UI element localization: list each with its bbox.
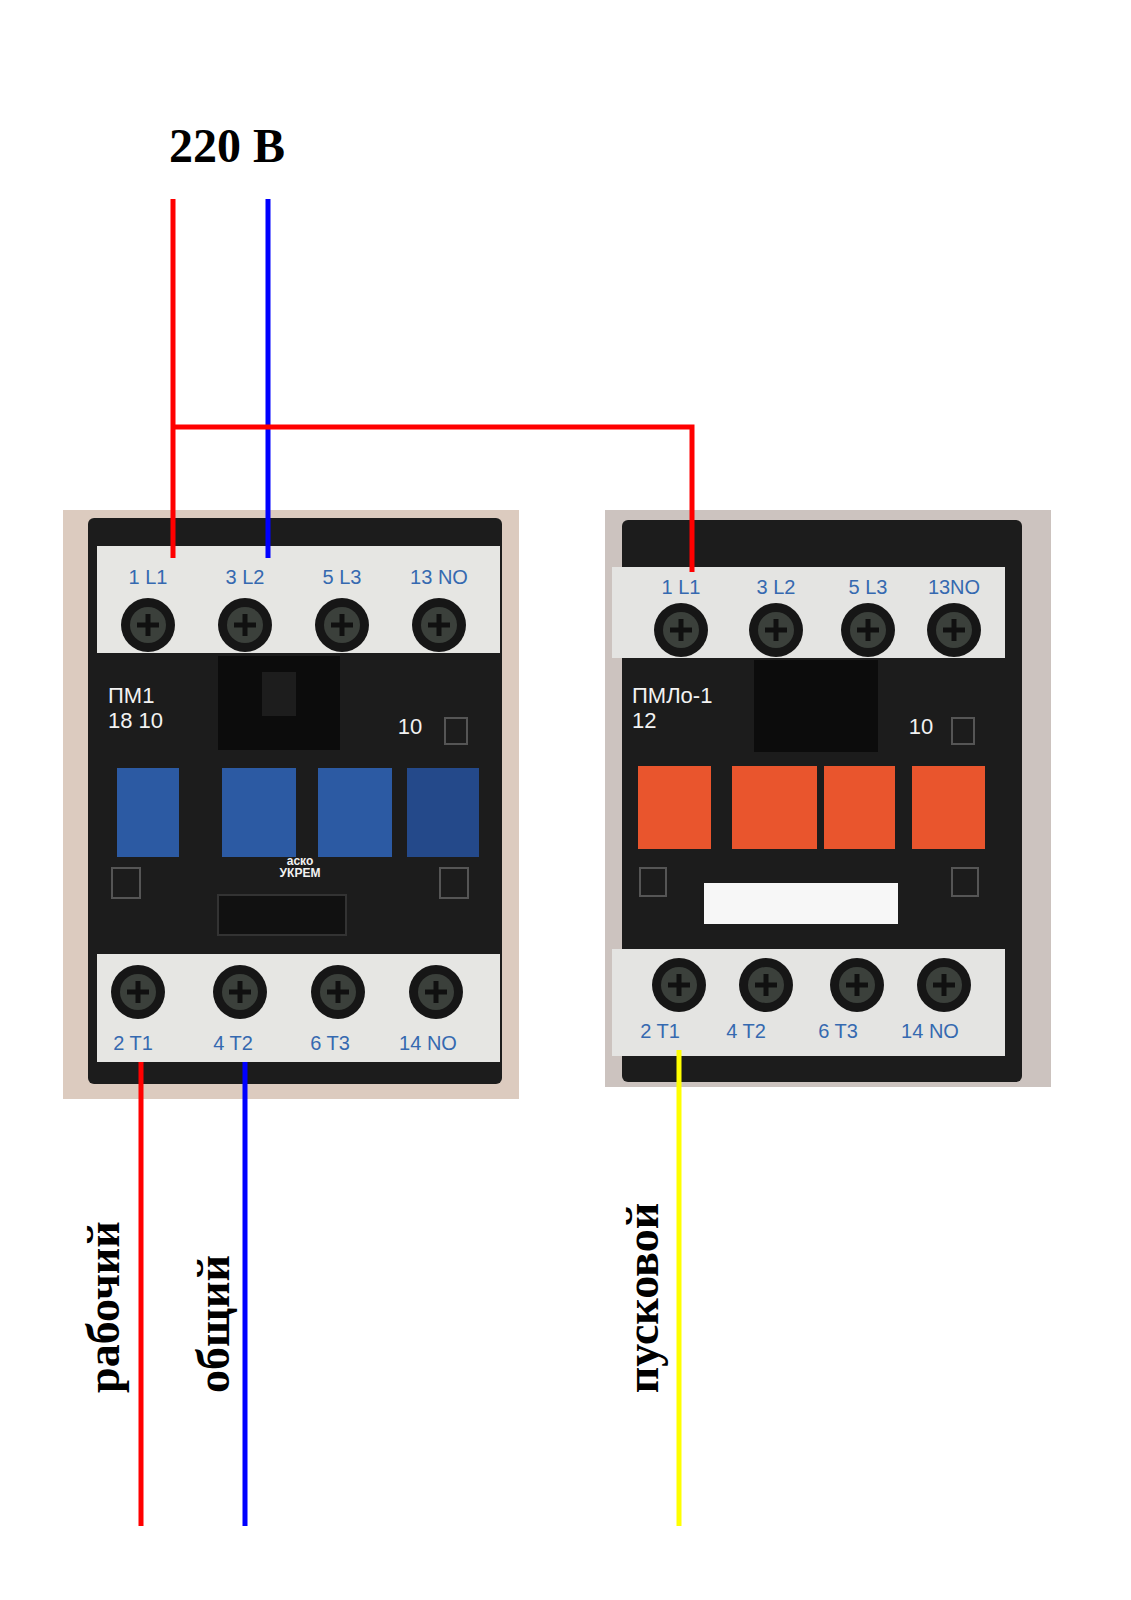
terminal-screw [927,603,981,657]
wire-label: общий [191,1255,237,1393]
terminal-marking: 1 L1 [662,577,701,597]
contact-button [318,768,392,857]
terminal-screw [652,958,706,1012]
panel [754,660,878,752]
contact-button [912,766,985,849]
wires [141,199,692,1526]
marking-plate [704,883,898,924]
terminal-marking: 5 L3 [849,577,888,597]
photo-ground [605,510,1051,1087]
terminal-screw [739,958,793,1012]
terminal-screw [121,598,175,652]
slot [952,868,978,896]
model-marking: ПМ1 18 10 [108,683,178,734]
slot [640,868,666,896]
slot [262,672,296,716]
terminal-screw [218,598,272,652]
contactor: 1 L1 3 L2 5 L3 13 NO ПМ1 18 10 10 аско УКРЕМ 2 … [63,510,519,1099]
supply-voltage: 220 В [169,122,285,170]
terminal-marking: 14 NO [399,1033,457,1053]
terminal-marking: 4 T2 [213,1033,253,1053]
terminal-screw [841,603,895,657]
common-wire [243,1062,248,1526]
terminal-marking: 14 NO [901,1021,959,1041]
contact-button [824,766,895,849]
vent [218,895,346,935]
terminal-screw [311,965,365,1019]
terminal-screw [412,598,466,652]
terminal-marking: 3 L2 [757,577,796,597]
model-marking: ПМЛо-1 12 [632,683,727,734]
terminal-marking: 10 [398,716,422,738]
run-wire [139,1062,144,1526]
terminal-marking: 4 T2 [726,1021,766,1041]
contact-button [732,766,817,849]
terminal-marking: 1 L1 [129,567,168,587]
terminal-marking: 2 T1 [640,1021,680,1041]
phase-branch-wire [173,427,692,572]
slot [952,718,974,744]
neutral-wire [266,199,271,558]
start-wire [677,1050,682,1526]
slot [440,868,468,898]
photo-ground [63,510,519,1099]
wire-label: пусковой [620,1203,666,1393]
contact-button [638,766,711,849]
contactor: 1 L1 3 L2 5 L3 13NO ПМЛо-1 12 10 2 T1 4 T2 6 T3 1… [605,510,1051,1087]
terminal-screw [315,598,369,652]
terminal-screw [213,965,267,1019]
terminal-marking: 2 T1 [113,1033,153,1053]
model-marking: аско УКРЕМ [277,855,323,879]
panel [218,656,340,750]
terminal-marking: 6 T3 [818,1021,858,1041]
contactor-photo [63,510,519,1099]
terminal-marking: 5 L3 [323,567,362,587]
wire-label: рабочий [81,1221,127,1393]
contact-button [222,768,296,857]
contact-button [117,768,179,857]
housing [88,518,502,1084]
terminal-screw [409,965,463,1019]
terminal-strip [612,949,1005,1056]
terminal-screw [830,958,884,1012]
terminal-marking: 6 T3 [310,1033,350,1053]
contact-button [407,768,479,857]
slot [112,868,140,898]
terminal-marking: 13NO [928,577,980,597]
terminal-screw [654,603,708,657]
terminal-screw [111,965,165,1019]
contactor-photo [605,510,1051,1087]
terminal-strip [97,546,500,653]
terminal-screw [917,958,971,1012]
terminal-screw [749,603,803,657]
terminal-strip [612,567,1005,658]
terminal-marking: 10 [909,716,933,738]
phase-wire [171,199,176,558]
slot [445,718,467,744]
terminal-strip [97,954,500,1062]
terminal-marking: 3 L2 [226,567,265,587]
terminal-marking: 13 NO [410,567,468,587]
